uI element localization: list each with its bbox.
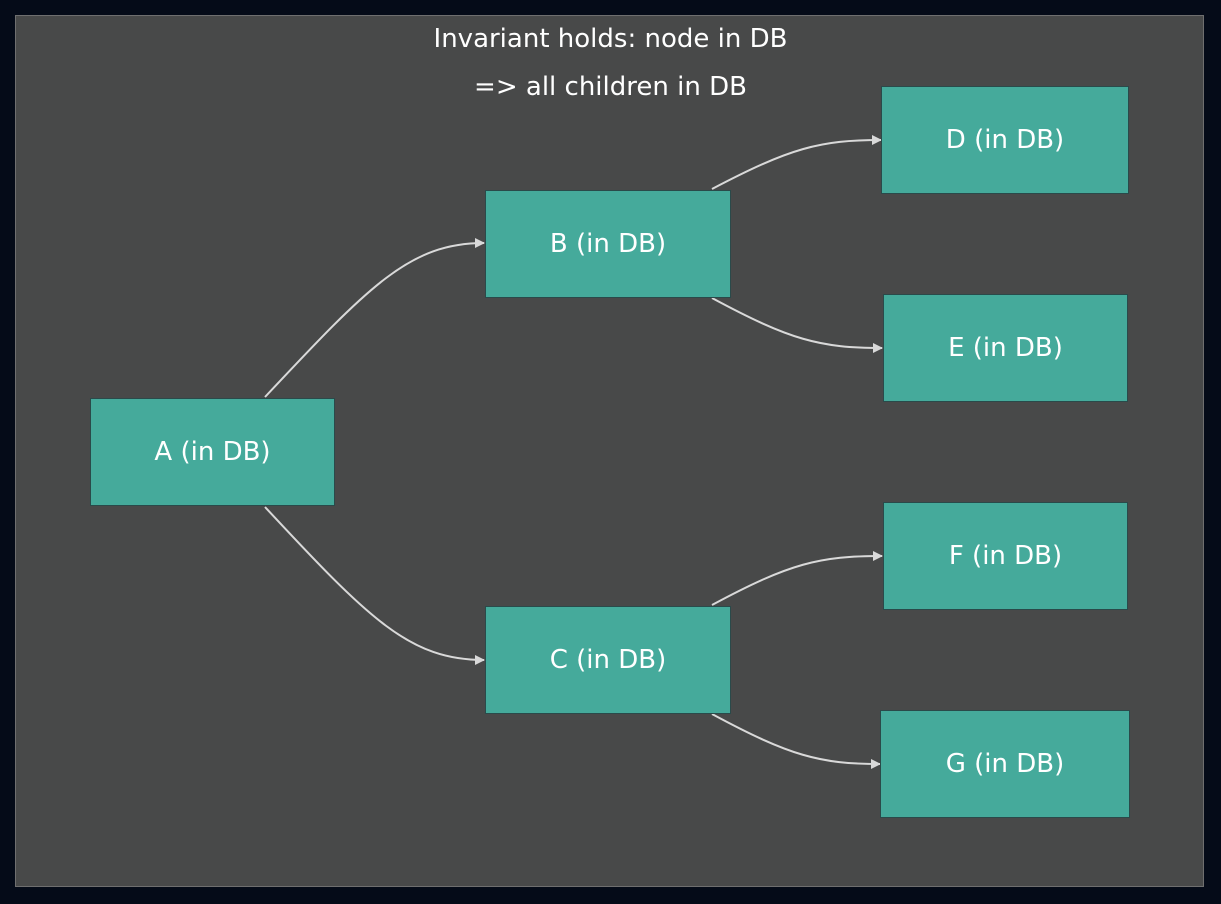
node-a-label: A (in DB) <box>154 437 271 467</box>
node-e[interactable]: E (in DB) <box>883 294 1128 402</box>
node-e-label: E (in DB) <box>948 333 1063 363</box>
edge-a-b <box>264 238 485 398</box>
node-c[interactable]: C (in DB) <box>485 606 731 714</box>
node-g-label: G (in DB) <box>945 749 1065 779</box>
edge-c-f <box>711 551 883 606</box>
edge-a-c <box>264 506 485 665</box>
node-d[interactable]: D (in DB) <box>881 86 1129 194</box>
node-f-label: F (in DB) <box>948 541 1063 571</box>
node-d-label: D (in DB) <box>945 125 1065 155</box>
node-f[interactable]: F (in DB) <box>883 502 1128 610</box>
edge-b-d <box>711 135 882 190</box>
node-a[interactable]: A (in DB) <box>90 398 335 506</box>
cluster-title-line-1: Invariant holds: node in DB <box>433 24 788 54</box>
edge-c-g <box>711 713 881 769</box>
edge-b-e <box>711 297 883 353</box>
cluster-title-line-2: => all children in DB <box>474 72 747 102</box>
node-b[interactable]: B (in DB) <box>485 190 731 298</box>
node-b-label: B (in DB) <box>549 229 667 259</box>
node-g[interactable]: G (in DB) <box>880 710 1130 818</box>
node-c-label: C (in DB) <box>549 645 667 675</box>
